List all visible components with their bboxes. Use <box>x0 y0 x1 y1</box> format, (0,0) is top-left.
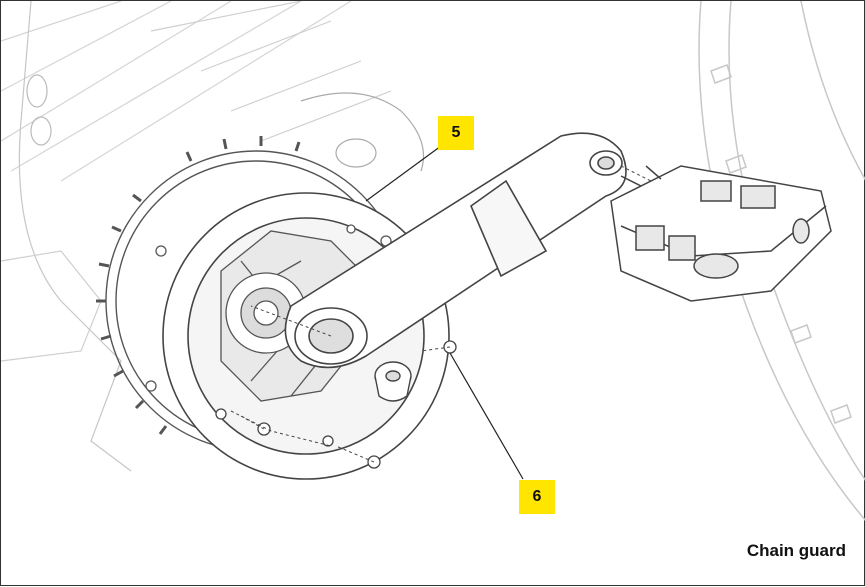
pedal <box>610 165 832 302</box>
caption: Chain guard <box>746 541 846 560</box>
leader-lines <box>365 145 524 480</box>
leader-5 <box>365 145 442 202</box>
leader-6 <box>449 352 524 480</box>
frame-tube-lines <box>1 1 352 182</box>
motor-housing <box>18 1 132 472</box>
bolt-plug <box>374 361 412 402</box>
callout-6: 6 <box>519 480 555 514</box>
callout-5: 5 <box>438 116 474 150</box>
